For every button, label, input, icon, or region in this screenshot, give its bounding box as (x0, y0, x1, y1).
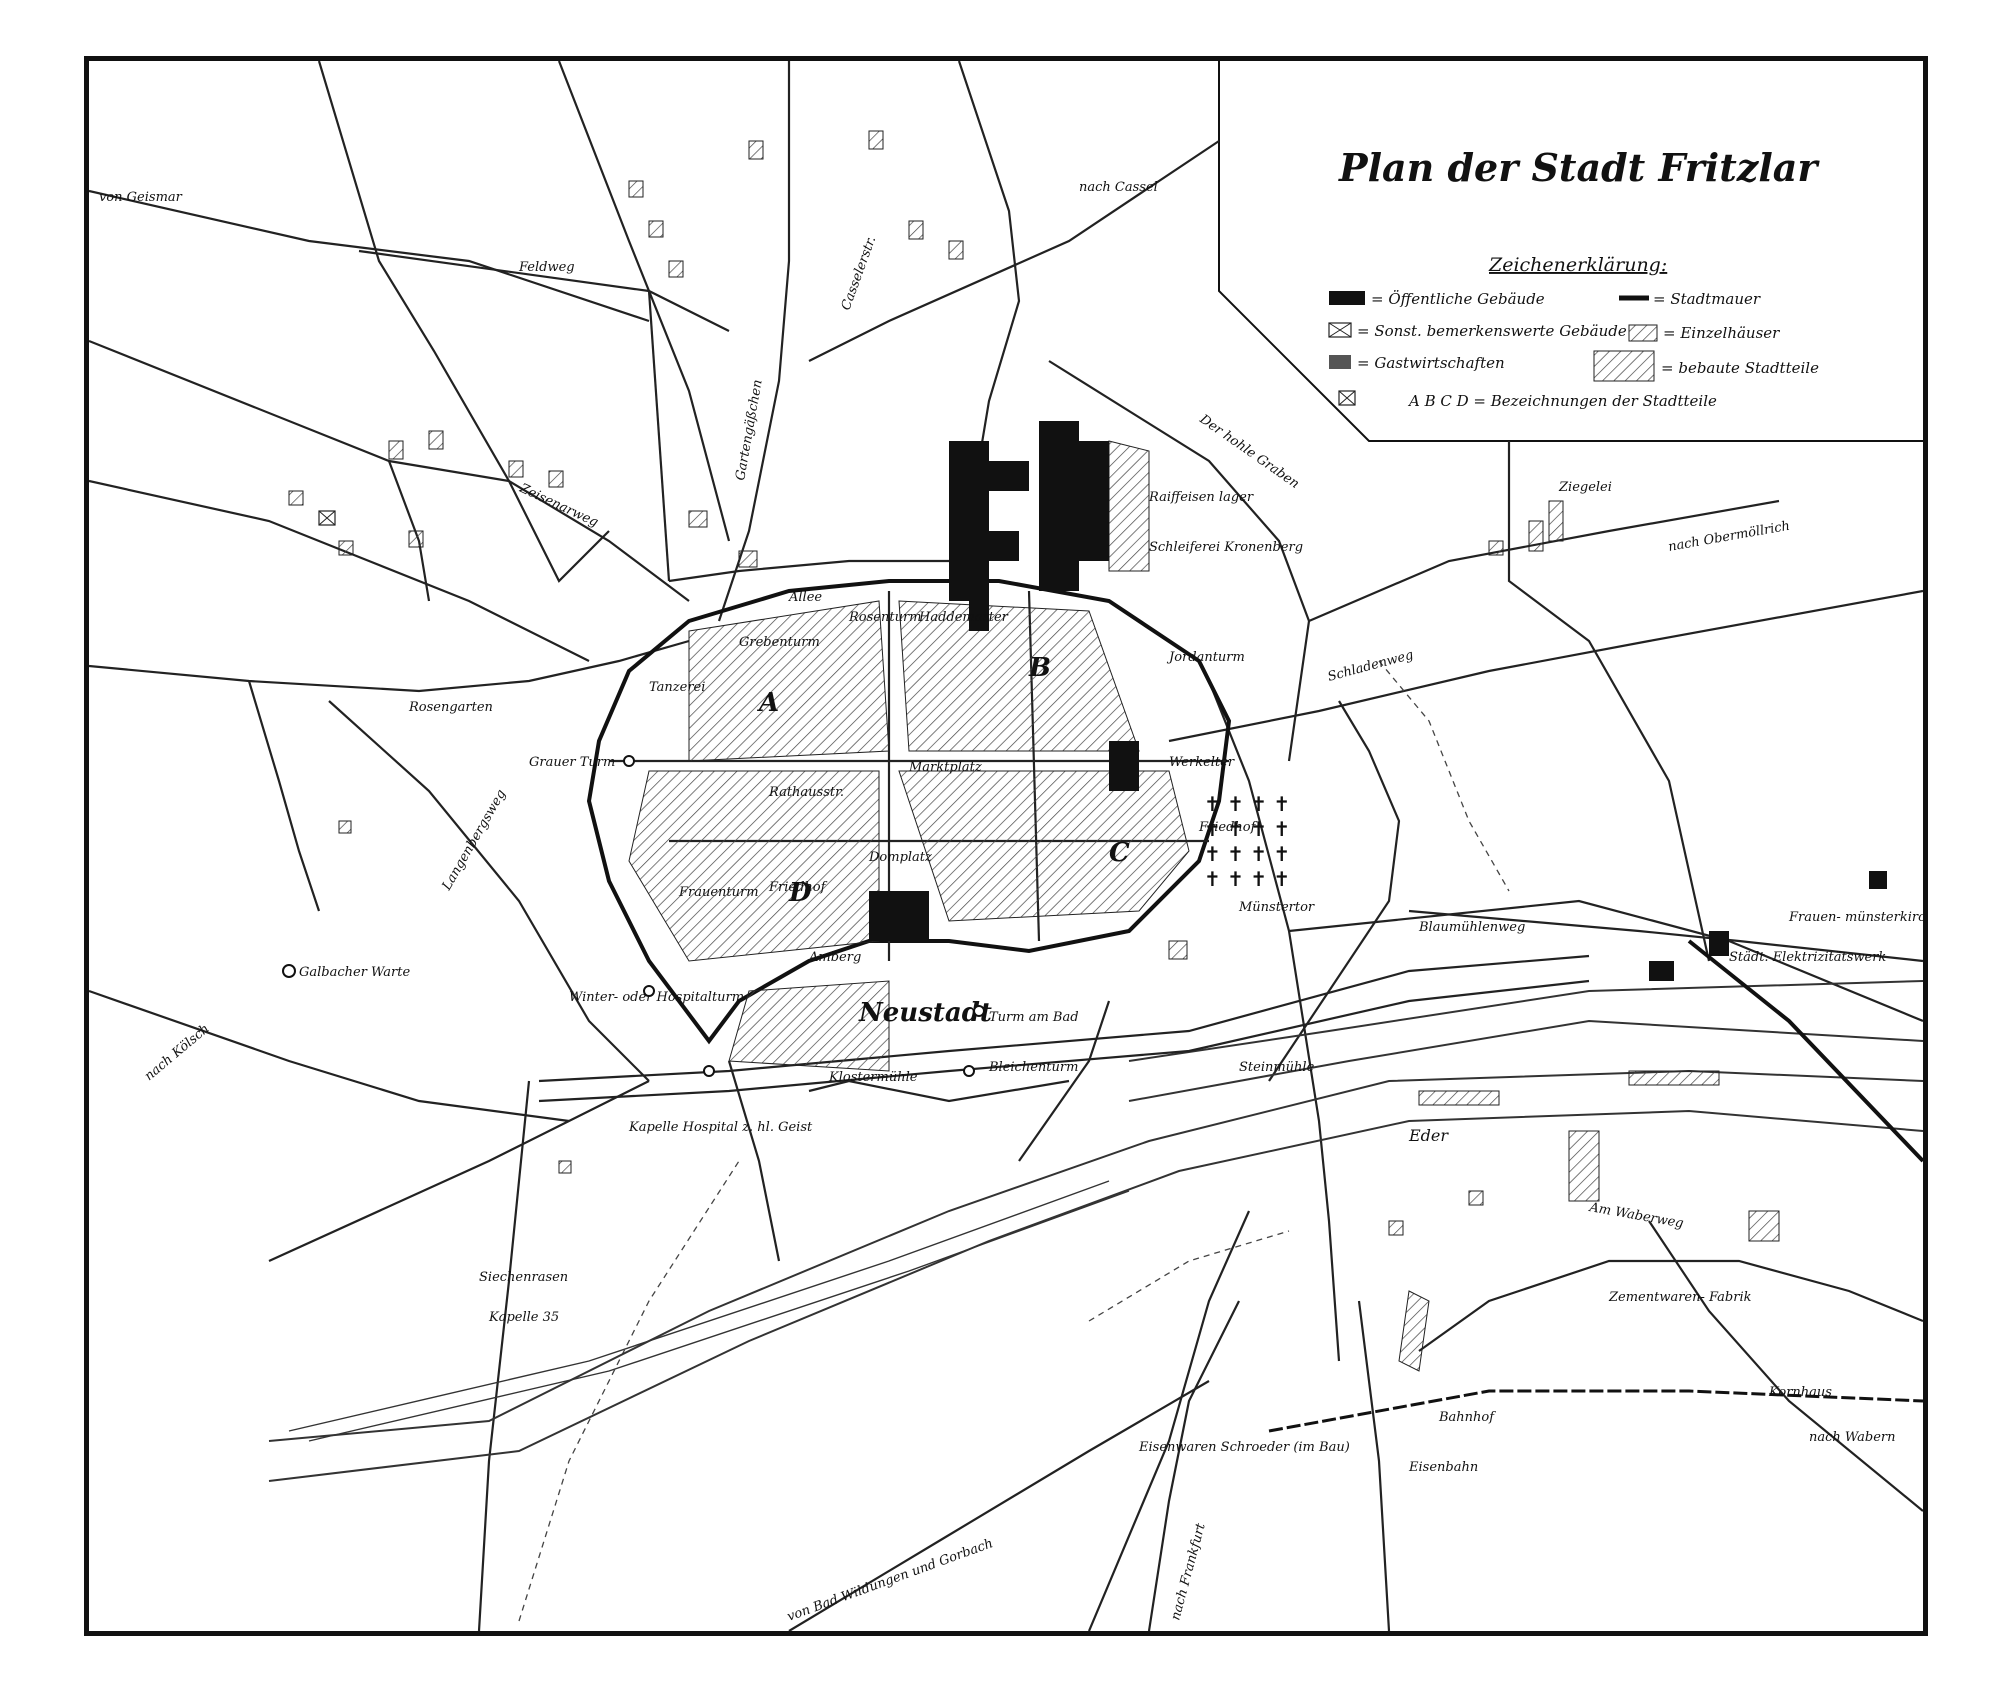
label-nach-obermoellrich: nach Obermöllrich (1667, 519, 1791, 555)
map-title: Plan der Stadt Fritzlar (1338, 145, 1820, 190)
district-a: A (756, 688, 779, 718)
label-amberg: Amberg (808, 950, 861, 965)
public-buildings (869, 421, 1887, 981)
label-muensterter: Münstertor (1238, 900, 1315, 915)
legend-house-label: = Einzelhäuser (1663, 324, 1780, 342)
svg-text:✝ ✝ ✝ ✝: ✝ ✝ ✝ ✝ (1204, 792, 1290, 816)
svg-text:✝ ✝ ✝ ✝: ✝ ✝ ✝ ✝ (1204, 817, 1290, 841)
label-tanzerei: Tanzerei (649, 680, 705, 695)
cemetery: ✝ ✝ ✝ ✝ ✝ ✝ ✝ ✝ ✝ ✝ ✝ ✝ ✝ ✝ ✝ ✝ (1204, 792, 1290, 891)
legend-notable-label: = Sonst. bemerkenswerte Gebäude (1357, 322, 1627, 340)
label-eisenbahn: Eisenbahn (1408, 1460, 1478, 1475)
legend-district-swatch (1593, 350, 1655, 382)
label-galbacher-warte: Galbacher Warte (299, 965, 410, 980)
city-map[interactable]: ✝ ✝ ✝ ✝ ✝ ✝ ✝ ✝ ✝ ✝ ✝ ✝ ✝ ✝ ✝ ✝ Plan der… (89, 61, 1923, 1631)
label-friedhof-dom: Friedhof (768, 880, 828, 895)
label-bleichenturm: Bleichenturm (988, 1060, 1078, 1075)
label-friedhof: Friedhof (1198, 820, 1258, 835)
label-jordanturm: Jordanturm (1166, 650, 1245, 665)
label-schleiferei: Schleiferei Kronenberg (1149, 540, 1303, 555)
label-blaumuehlenweg: Blaumühlenweg (1418, 920, 1525, 935)
label-grebenturm: Grebenturm (739, 635, 820, 650)
legend-inn-swatch (1329, 355, 1351, 369)
legend-box-border (1218, 61, 1923, 442)
label-steinmuehle: Steinmühle (1239, 1060, 1315, 1075)
label-staedt-elektrizitaetswerk: Städt. Elektrizitätswerk (1729, 950, 1886, 965)
district-c: C (1109, 838, 1130, 868)
label-raiffeisen: Raiffeisen lager (1148, 490, 1254, 505)
label-bahnhof: Bahnhof (1438, 1410, 1496, 1425)
label-allee: Allee (788, 590, 822, 605)
legend-inn-label: = Gastwirtschaften (1357, 354, 1505, 372)
legend: Zeichenerklärung: = Öffentliche Gebäude … (1328, 254, 1819, 410)
label-nach-wabern: nach Wabern (1809, 1430, 1896, 1445)
label-nach-cassel: nach Cassel (1079, 180, 1158, 195)
label-ziegelei: Ziegelei (1558, 480, 1612, 495)
label-kapelle-35: Kapelle 35 (488, 1310, 559, 1325)
label-rathausstr: Rathausstr. (768, 785, 844, 800)
label-frauenturm: Frauenturm (678, 885, 759, 900)
legend-heading: Zeichenerklärung: (1488, 254, 1667, 276)
individual-houses (288, 130, 1780, 1242)
label-siechenrasen: Siechenrasen (479, 1270, 568, 1285)
river-eder (268, 939, 1923, 1482)
legend-public-label: = Öffentliche Gebäude (1371, 290, 1545, 308)
label-winter-hospitalturm: Winter- oder Hospitalturm (569, 990, 744, 1005)
legend-house-swatch (1628, 324, 1658, 342)
label-gartengaesschen: Gartengäßchen (733, 379, 766, 482)
label-von-bad-wildungen: von Bad Wildungen und Gorbach (785, 1536, 995, 1625)
label-werkelter: Werkelter (1169, 755, 1235, 770)
label-kapelle-hospital: Kapelle Hospital z. hl. Geist (628, 1120, 813, 1135)
district-areas (628, 440, 1430, 1372)
label-haddemarter: Haddemarter (918, 610, 1009, 625)
label-frauenmuensterkirche: Frauen- münsterkirche (1788, 910, 1923, 925)
label-schladenweg: Schladenweg (1326, 648, 1415, 685)
svg-text:✝ ✝ ✝ ✝: ✝ ✝ ✝ ✝ (1204, 867, 1290, 891)
label-von-geismar: von Geismar (99, 190, 183, 205)
legend-public-swatch (1329, 291, 1365, 305)
label-grauer-turm: Grauer Turm (529, 755, 615, 770)
legend-district-label: = bebaute Stadtteile (1661, 359, 1819, 377)
svg-text:✝ ✝ ✝ ✝: ✝ ✝ ✝ ✝ (1204, 842, 1290, 866)
label-eder: Eder (1408, 1126, 1449, 1145)
label-zementwarenfabrik: Zementwaren- Fabrik (1608, 1290, 1752, 1305)
railway-line (1268, 1389, 1923, 1433)
label-der-hohle-graben: Der hohle Graben (1196, 411, 1302, 491)
label-feldweg: Feldweg (518, 260, 575, 275)
label-nach-frankfurt: nach Frankfurt (1168, 1521, 1209, 1622)
label-klostermuehle: Klostermühle (828, 1070, 918, 1085)
district-letters: A B C D Neustadt (756, 653, 1130, 1028)
label-domplatz: Domplatz (868, 850, 932, 865)
label-kornhaus: Kornhaus (1768, 1385, 1832, 1400)
map-frame: ✝ ✝ ✝ ✝ ✝ ✝ ✝ ✝ ✝ ✝ ✝ ✝ ✝ ✝ ✝ ✝ Plan der… (84, 56, 1928, 1636)
label-marktplatz: Marktplatz (908, 760, 982, 775)
legend-districts-note: A B C D = Bezeichnungen der Stadtteile (1407, 392, 1717, 410)
district-d: D (788, 878, 812, 908)
label-am-waberweg: Am Waberweg (1587, 1200, 1684, 1231)
district-b: B (1028, 653, 1051, 683)
district-neustadt: Neustadt (858, 998, 992, 1028)
label-rosengarten: Rosengarten (408, 700, 493, 715)
tower-markers (282, 755, 985, 1077)
label-casselerstr: Casselerstr. (839, 234, 880, 312)
notable-buildings (318, 390, 1356, 526)
label-nach-koelsch: nach Kölsch (142, 1021, 213, 1084)
legend-wall-label: = Stadtmauer (1653, 290, 1761, 308)
label-rosenturm: Rosenturm (848, 610, 922, 625)
label-turm-am-bad: Turm am Bad (989, 1010, 1079, 1025)
label-eisenwarenschroeder: Eisenwaren Schroeder (im Bau) (1138, 1440, 1350, 1455)
